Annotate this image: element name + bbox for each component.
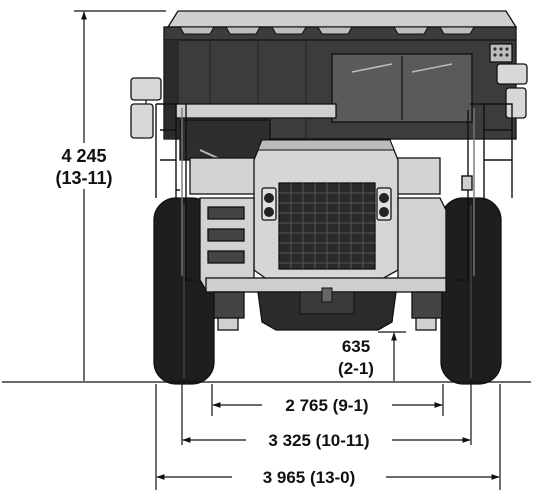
clearance-imperial-label: (2-1) bbox=[338, 359, 374, 378]
radiator-grille bbox=[278, 182, 376, 270]
dimension-lines bbox=[2, 10, 531, 490]
left-headlights bbox=[261, 187, 277, 221]
dump-body-canopy bbox=[166, 10, 518, 28]
upper-deck bbox=[175, 103, 337, 119]
left-handrail bbox=[155, 103, 196, 281]
left-mirror bbox=[130, 77, 162, 101]
right-handrail bbox=[458, 103, 513, 281]
right-mirror bbox=[496, 63, 528, 85]
left-step-3 bbox=[207, 250, 245, 264]
dimension-labels: 4 245 (13-11) 635 (2-1) 2 765 (9-1) 3 32… bbox=[54, 143, 380, 487]
front-tread-label: 2 765 (9-1) bbox=[285, 396, 368, 415]
overall-width-label: 3 965 (13-0) bbox=[263, 468, 356, 487]
left-step-2 bbox=[207, 228, 245, 242]
height-metric-label: 4 245 bbox=[61, 146, 106, 166]
right-fender bbox=[397, 197, 447, 291]
tire-width-label: 3 325 (10-11) bbox=[268, 431, 369, 450]
height-imperial-label: (13-11) bbox=[55, 168, 112, 188]
clearance-metric-label: 635 bbox=[342, 337, 370, 356]
left-step-1 bbox=[207, 206, 245, 220]
haul-truck-front-view bbox=[130, 10, 528, 385]
right-headlights bbox=[376, 187, 392, 221]
